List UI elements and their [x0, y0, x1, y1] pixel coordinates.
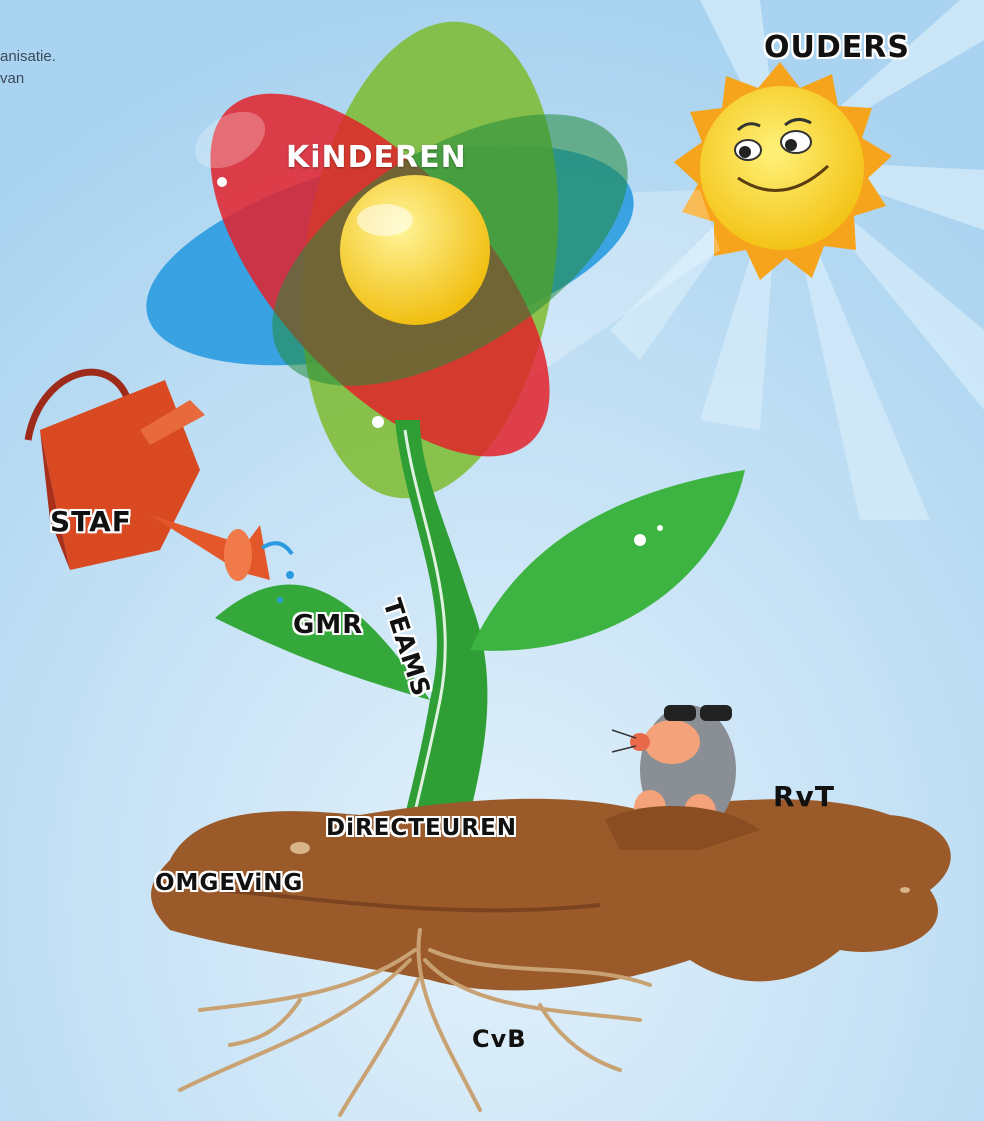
- label-kinderen: KiNDEREN: [286, 140, 467, 175]
- watering-can-icon: [24, 368, 294, 603]
- stem-highlight: [403, 429, 447, 856]
- soil-mound: [151, 798, 951, 991]
- roots-icon: [178, 928, 652, 1117]
- leaf-left: [215, 584, 430, 700]
- label-rvt: RvT: [773, 780, 835, 813]
- label-omgeving: OMGEViNG: [155, 870, 304, 896]
- label-staf: STAF: [50, 505, 132, 538]
- sun-icon: [674, 62, 892, 280]
- label-gmr: GMR: [293, 610, 364, 640]
- flower-icon: [146, 21, 634, 499]
- label-cvb: CvB: [472, 1025, 527, 1053]
- label-ouders: OUDERS: [764, 30, 910, 65]
- mole-icon: [605, 705, 760, 850]
- intro-line-1: anisatie.: [0, 48, 56, 65]
- intro-text: anisatie. van: [0, 46, 56, 90]
- leaf-right: [470, 470, 745, 651]
- intro-line-2: van: [0, 70, 25, 87]
- label-directeuren: DiRECTEUREN: [326, 815, 518, 841]
- flower-stem: [395, 420, 488, 860]
